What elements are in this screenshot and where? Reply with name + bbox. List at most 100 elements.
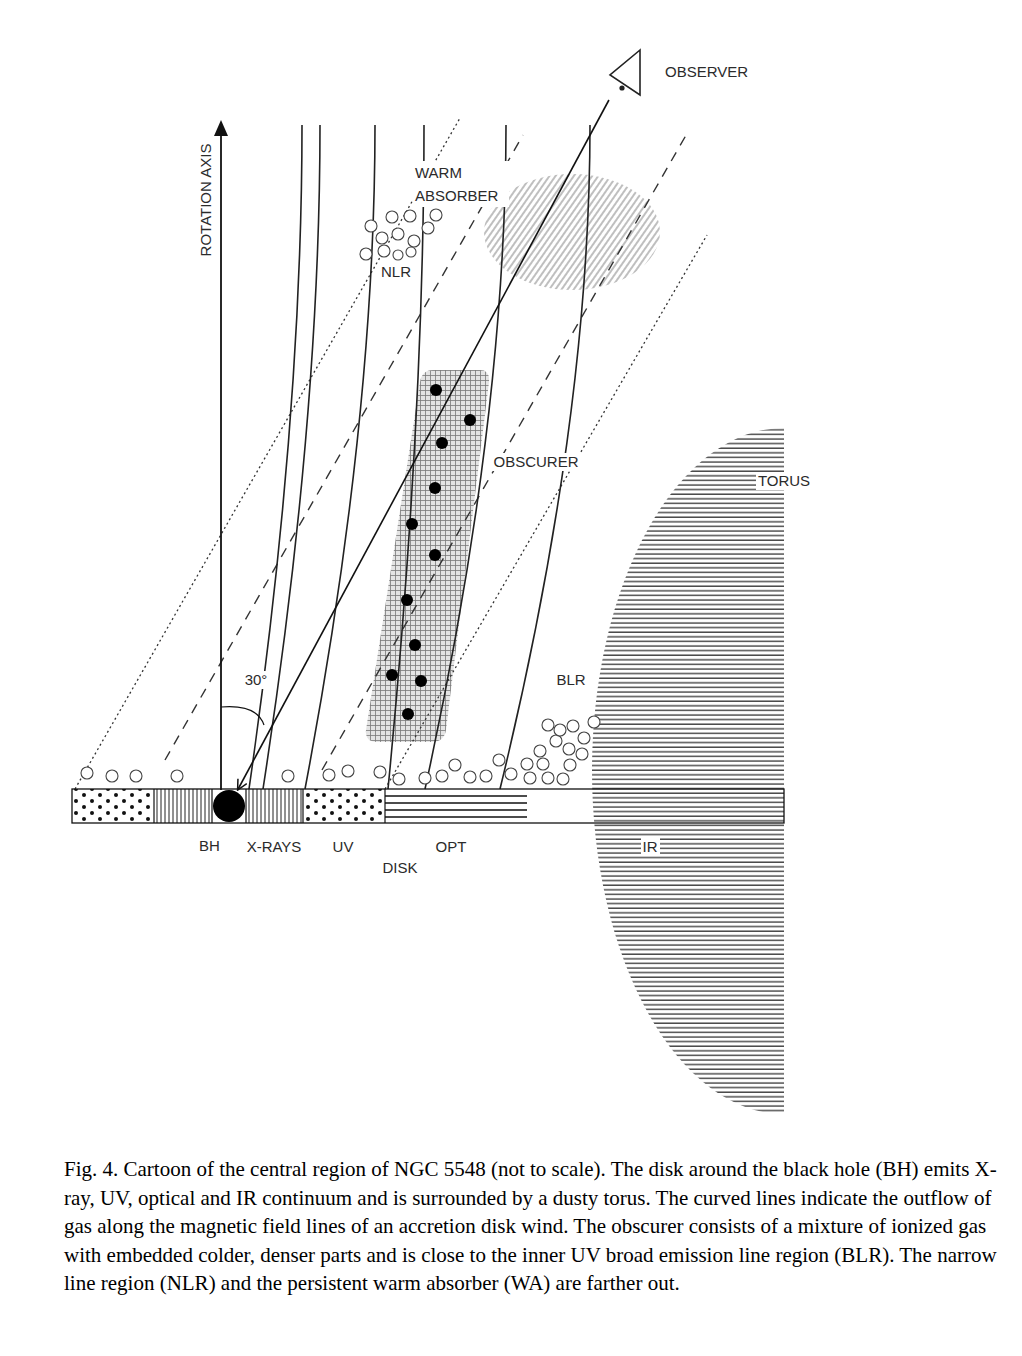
gas-cloud xyxy=(365,220,377,232)
gas-cloud xyxy=(563,743,575,755)
absorber-cloud xyxy=(484,174,660,290)
band-label: IR xyxy=(641,838,660,856)
cone-line xyxy=(165,135,523,760)
disk-stripe xyxy=(385,816,527,818)
gas-cloud xyxy=(106,770,118,782)
gas-cloud xyxy=(578,732,590,744)
disk-divider xyxy=(211,789,212,823)
gas-cloud xyxy=(505,768,517,780)
gas-cloud xyxy=(386,211,398,223)
gas-cloud xyxy=(393,773,405,785)
gas-cloud xyxy=(449,759,461,771)
gas-cloud xyxy=(376,232,388,244)
eye-outline xyxy=(610,50,640,95)
gas-cloud xyxy=(534,745,546,757)
gas-cloud xyxy=(392,228,404,240)
dense-clump xyxy=(406,518,418,530)
gas-cloud xyxy=(404,210,416,222)
disk-stripe xyxy=(385,809,527,811)
gas-cloud xyxy=(422,222,434,234)
region-label: TORUS xyxy=(756,472,812,490)
dense-clump xyxy=(402,708,414,720)
band-label: OPT xyxy=(434,838,469,856)
gas-cloud xyxy=(130,770,142,782)
gas-cloud xyxy=(342,765,354,777)
dense-clump xyxy=(436,437,448,449)
region-label: WARM ABSORBER xyxy=(413,161,509,207)
gas-cloud xyxy=(81,767,93,779)
disk-stripe xyxy=(385,802,527,804)
part-label: DISK xyxy=(380,859,419,877)
dense-clump xyxy=(401,594,413,606)
cone-line xyxy=(385,235,707,789)
dense-clump xyxy=(386,669,398,681)
region-label: NLR xyxy=(379,263,413,281)
gas-cloud xyxy=(588,716,600,728)
region-label: OBSCURER xyxy=(491,453,580,471)
accretion-disk xyxy=(72,789,784,823)
disk-divider xyxy=(302,789,303,823)
disk-segment xyxy=(72,789,154,823)
eye-pupil xyxy=(619,85,624,90)
cone-line xyxy=(322,130,689,770)
gas-cloud xyxy=(542,772,554,784)
figure-caption: Fig. 4. Cartoon of the central region of… xyxy=(64,1155,1009,1298)
gas-cloud xyxy=(406,247,416,257)
disk-divider xyxy=(153,789,154,823)
dense-clump xyxy=(415,675,427,687)
node-label: BH xyxy=(199,837,220,855)
region-label: BLR xyxy=(554,671,587,689)
obscurer-cloud xyxy=(366,370,489,742)
node-label: OBSERVER xyxy=(665,63,748,81)
torus-shape xyxy=(592,428,784,1114)
gas-cloud xyxy=(323,769,335,781)
field-line xyxy=(388,125,424,789)
gas-cloud xyxy=(554,724,566,736)
axis-arrowhead xyxy=(214,120,228,136)
axis-label: ROTATION AXIS xyxy=(197,142,215,259)
sight-line xyxy=(238,100,609,790)
cone-line xyxy=(75,118,460,789)
gas-cloud xyxy=(576,748,588,760)
gas-cloud xyxy=(521,758,533,770)
gas-cloud xyxy=(493,754,505,766)
gas-cloud xyxy=(550,735,562,747)
gas-cloud xyxy=(393,250,403,260)
gas-cloud xyxy=(171,770,183,782)
gas-cloud xyxy=(537,758,549,770)
black-hole: BH xyxy=(213,790,245,822)
disk-stripe xyxy=(385,795,527,797)
angle-arc xyxy=(221,707,264,725)
eye-symbol xyxy=(604,44,644,100)
rotation-axis xyxy=(220,134,222,790)
dense-clump xyxy=(430,384,442,396)
band-label: X-RAYS xyxy=(245,838,304,856)
gas-cloud xyxy=(282,770,294,782)
gas-cloud xyxy=(542,719,554,731)
gas-cloud xyxy=(524,772,536,784)
angle-label: 30° xyxy=(243,671,270,689)
disk-segment xyxy=(303,789,385,823)
hole-symbol xyxy=(213,790,245,822)
gas-cloud xyxy=(564,759,576,771)
hole-disc xyxy=(213,790,245,822)
disk-segment xyxy=(246,789,303,823)
gas-cloud xyxy=(567,720,579,732)
dense-clump xyxy=(409,639,421,651)
observer-eye: OBSERVER xyxy=(604,44,748,100)
disk-divider xyxy=(245,789,246,823)
field-line xyxy=(305,125,375,789)
gas-cloud xyxy=(408,235,420,247)
dense-clump xyxy=(429,549,441,561)
gas-cloud xyxy=(360,248,372,260)
field-line xyxy=(249,125,302,789)
gas-cloud xyxy=(419,772,431,784)
gas-cloud xyxy=(480,770,492,782)
gas-cloud xyxy=(374,766,386,778)
gas-cloud xyxy=(464,771,476,783)
dense-clump xyxy=(464,414,476,426)
gas-cloud xyxy=(378,245,390,257)
